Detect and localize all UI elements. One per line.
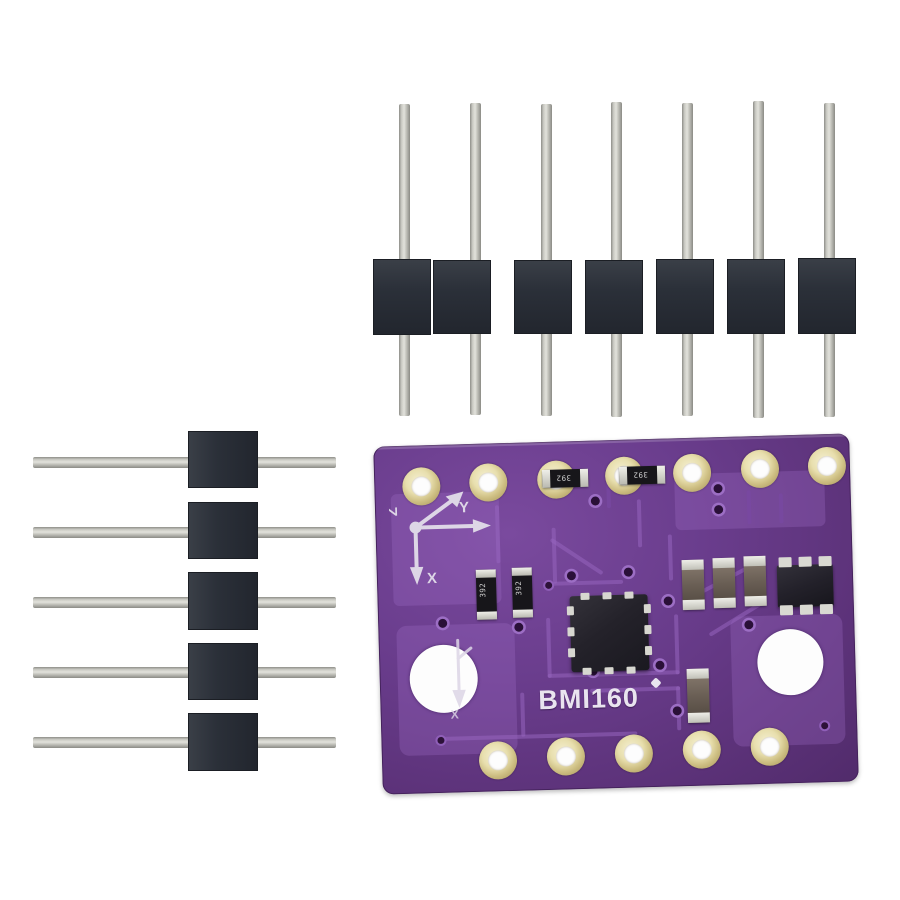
via — [623, 567, 633, 577]
svg-text:X: X — [427, 570, 437, 587]
via — [514, 622, 524, 632]
header-pin — [541, 104, 552, 264]
bmi160-breakout-board: 392 392 392 392 — [367, 425, 865, 802]
pcb-trace — [547, 670, 680, 678]
header-pad — [807, 446, 847, 486]
via — [655, 660, 665, 670]
header-pad — [546, 736, 586, 776]
pcb-trace — [551, 527, 558, 584]
xyz-axis-icon: Z Y X — [389, 491, 491, 587]
header-pin — [252, 737, 336, 748]
smd-capacitor — [743, 555, 767, 607]
smd-capacitor — [712, 557, 736, 609]
bmi160-sensor-ic — [566, 591, 653, 675]
via — [545, 581, 553, 589]
header-plastic-block — [188, 431, 258, 488]
header-plastic-block — [188, 502, 258, 559]
via — [663, 596, 673, 606]
header-pin — [470, 331, 481, 415]
resistor-code: 392 — [632, 470, 648, 480]
smd-capacitor — [681, 559, 705, 611]
silkscreen-part-label: BMI160 — [537, 682, 640, 716]
pcb-trace — [667, 534, 674, 581]
pcb-trace — [636, 499, 643, 548]
header-pin — [541, 331, 552, 416]
header-plastic-block — [727, 259, 785, 334]
smd-capacitor — [686, 668, 711, 724]
svg-text:Y: Y — [459, 499, 469, 516]
header-pin — [470, 103, 481, 264]
pcb-trace — [674, 614, 680, 675]
smd-resistor: 392 — [511, 567, 534, 618]
header-pad — [750, 727, 790, 767]
header-pin — [252, 667, 336, 678]
via — [590, 496, 600, 506]
resistor-code: 392 — [513, 580, 524, 596]
header-pin — [252, 457, 336, 468]
pcb-trace — [549, 537, 604, 576]
header-pin — [252, 527, 336, 538]
pcb-substrate: 392 392 392 392 — [373, 433, 859, 795]
header-plastic-block — [433, 260, 491, 334]
pcb-trace — [553, 579, 624, 586]
header-pin — [33, 667, 191, 678]
svg-text:Z: Z — [389, 507, 402, 517]
board-edge-highlight — [373, 433, 850, 450]
header-pin — [611, 331, 622, 417]
header-pin — [682, 103, 693, 264]
xyz-axis-icon-secondary: X — [451, 638, 473, 721]
header-pad — [682, 730, 722, 770]
header-pin — [824, 103, 835, 264]
resistor-code: 392 — [556, 473, 572, 483]
header-pad — [614, 734, 654, 774]
header-pin — [824, 331, 835, 417]
pcb-trace — [520, 692, 526, 737]
header-plastic-block — [188, 572, 258, 630]
header-pin — [399, 331, 410, 416]
header-plastic-block — [373, 259, 431, 335]
header-pin — [611, 102, 622, 264]
svg-text:X: X — [451, 707, 459, 720]
header-pin — [753, 101, 764, 264]
smd-resistor: 392 — [541, 468, 589, 489]
header-pin — [33, 597, 191, 608]
header-plastic-block — [585, 260, 643, 334]
header-plastic-block — [188, 713, 258, 771]
smd-resistor: 392 — [618, 465, 666, 485]
header-pad — [478, 740, 518, 780]
header-plastic-block — [514, 260, 572, 334]
header-pin — [252, 597, 336, 608]
pcb-trace — [778, 493, 784, 524]
header-pin — [33, 527, 191, 538]
header-plastic-block — [798, 258, 856, 334]
header-pin — [682, 331, 693, 416]
header-pin — [753, 331, 764, 418]
header-plastic-block — [656, 259, 714, 334]
header-pin — [33, 457, 191, 468]
voltage-regulator-ic — [776, 555, 834, 616]
header-pin — [33, 737, 191, 748]
pcb-trace — [546, 617, 552, 678]
header-plastic-block — [188, 643, 258, 700]
via — [566, 571, 577, 581]
header-pin — [399, 104, 410, 264]
